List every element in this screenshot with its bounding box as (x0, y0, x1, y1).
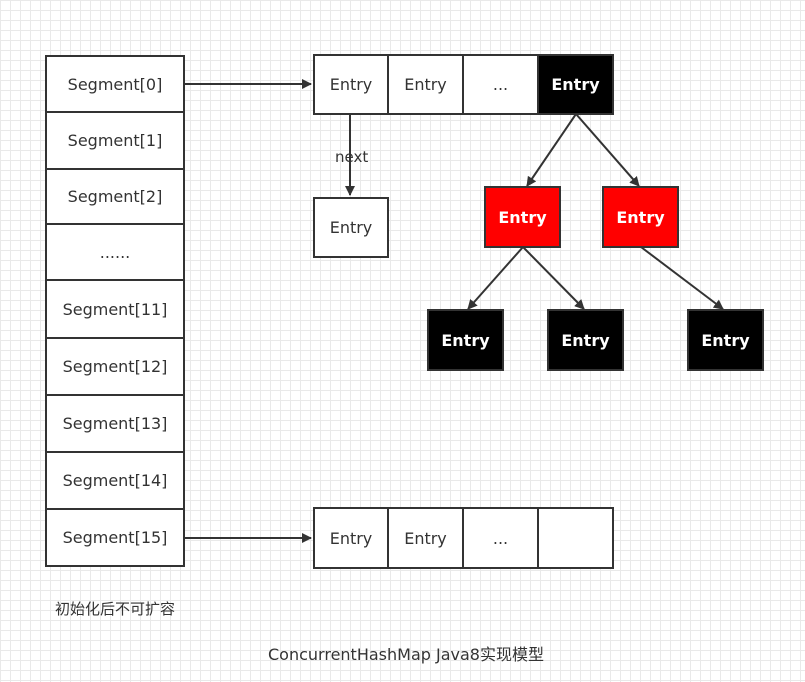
segment-13: Segment[13] (45, 394, 185, 453)
arrow-root-to-red-left (526, 113, 577, 187)
diagram-caption: ConcurrentHashMap Java8实现模型 (268, 645, 544, 664)
bottom-entry-ellipsis: ... (462, 507, 539, 569)
arrow-root-to-red-right (575, 113, 640, 187)
segment-14: Segment[14] (45, 451, 185, 510)
arrow-red-left-to-leaf2 (522, 246, 585, 310)
segment-1: Segment[1] (45, 111, 185, 170)
segment-12: Segment[12] (45, 337, 185, 396)
top-entry-1: Entry (387, 54, 464, 115)
next-label: next (335, 148, 369, 166)
segment-ellipsis: ...... (45, 223, 185, 281)
top-entry-0: Entry (313, 54, 389, 115)
bottom-entry-empty (537, 507, 614, 569)
top-entry-ellipsis: ... (462, 54, 539, 115)
segment-11: Segment[11] (45, 279, 185, 339)
tree-leaf-1: Entry (427, 309, 504, 371)
note-no-resize: 初始化后不可扩容 (55, 600, 176, 618)
segment-0: Segment[0] (45, 55, 185, 113)
bottom-entry-0: Entry (313, 507, 389, 569)
top-entry-tree-root: Entry (537, 54, 614, 115)
arrow-red-right-to-leaf3 (640, 246, 724, 310)
tree-leaf-3: Entry (687, 309, 764, 371)
tree-red-right: Entry (602, 186, 679, 248)
tree-red-left: Entry (484, 186, 561, 248)
bottom-entry-1: Entry (387, 507, 464, 569)
tree-leaf-2: Entry (547, 309, 624, 371)
segment-2: Segment[2] (45, 168, 185, 225)
chain-entry: Entry (313, 197, 389, 258)
arrow-red-left-to-leaf1 (467, 246, 524, 310)
segment-15: Segment[15] (45, 508, 185, 567)
